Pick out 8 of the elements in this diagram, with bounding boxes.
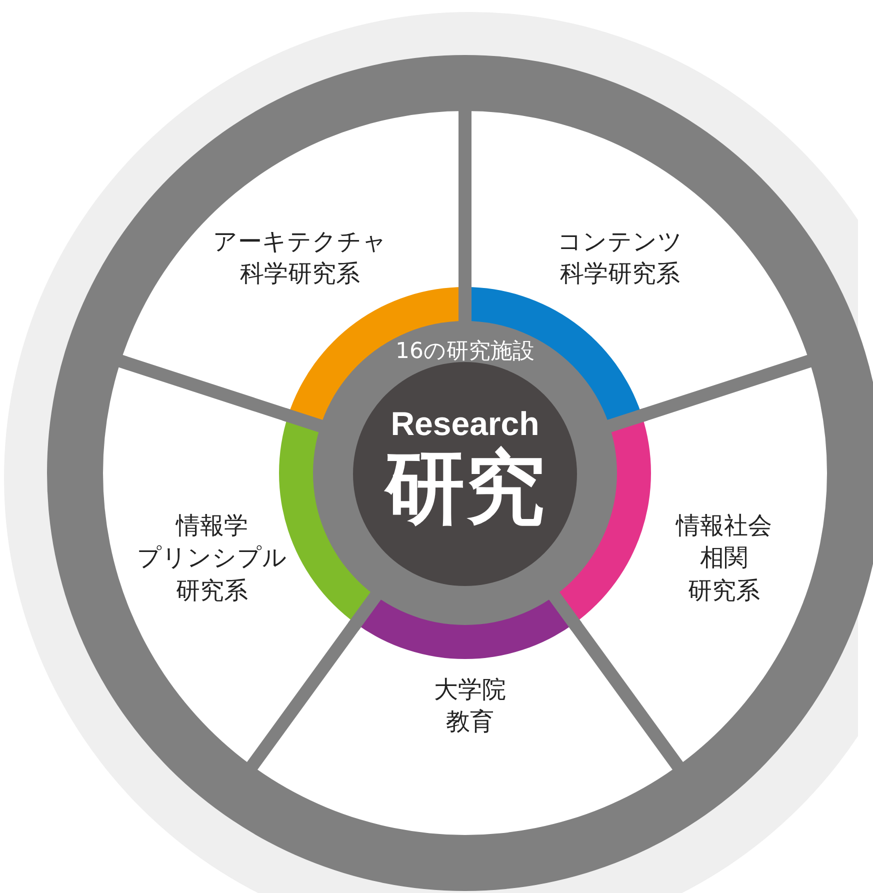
- sector-label: コンテンツ科学研究系: [520, 226, 720, 290]
- japanese-title: 研究: [385, 448, 545, 528]
- sector-label: 大学院教育: [370, 674, 570, 738]
- sector-label: 情報社会相関研究系: [624, 509, 824, 607]
- sector-label: アーキテクチャ科学研究系: [200, 226, 400, 290]
- english-title: Research: [390, 406, 540, 440]
- sector-label: 情報学プリンシプル研究系: [112, 509, 312, 607]
- ring-label: 16の研究施設: [394, 341, 536, 363]
